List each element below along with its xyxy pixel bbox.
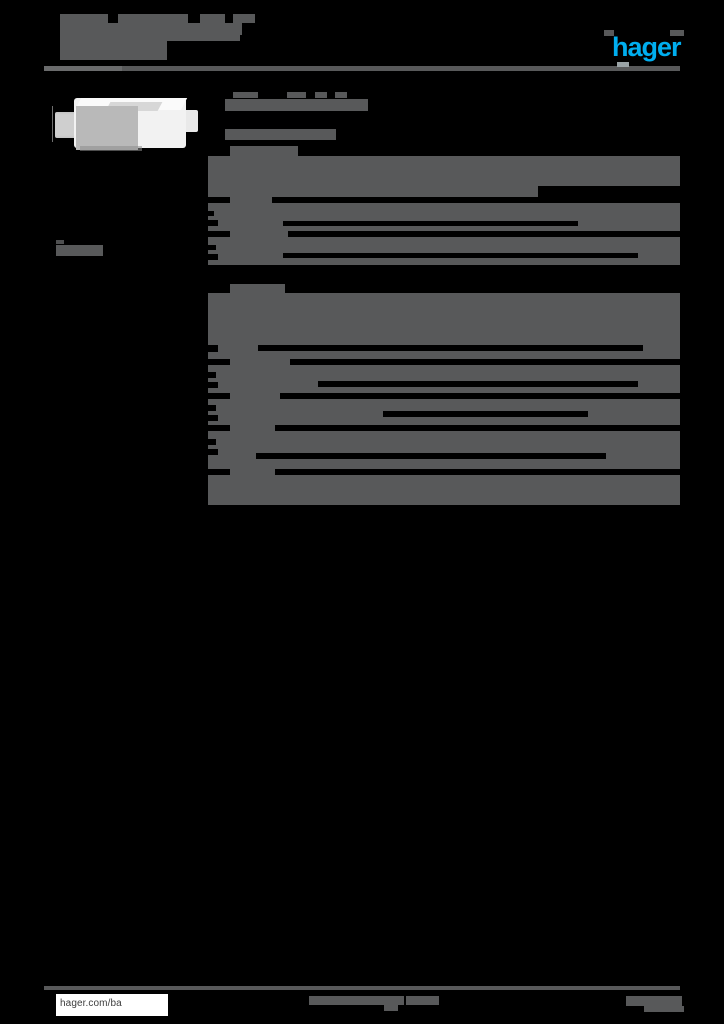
row-value-gap xyxy=(208,254,218,260)
footer-center-text-1 xyxy=(309,996,404,1005)
footer-url-box[interactable]: hager.com/ba xyxy=(56,994,168,1016)
row-value-gap xyxy=(208,382,218,388)
hager-logo-text: hager xyxy=(612,32,682,62)
header-line-1-seg-3 xyxy=(200,14,225,23)
table-row xyxy=(208,284,680,359)
header-divider-highlight xyxy=(44,66,122,71)
row-value-gap xyxy=(208,345,218,352)
row-value-gap xyxy=(208,220,218,226)
row-label-redacted xyxy=(230,391,280,399)
header-line-3 xyxy=(60,41,167,60)
logo-mask-right xyxy=(670,30,684,36)
logo-mask-left xyxy=(604,30,614,36)
row-label-redacted xyxy=(230,467,275,475)
footer-page-number xyxy=(626,996,682,1006)
header-line-2-seg-2 xyxy=(182,23,242,35)
product-front-face xyxy=(76,106,138,150)
panel-title-main xyxy=(225,99,368,111)
row-value-gap xyxy=(383,411,588,417)
row-value-gap xyxy=(208,415,218,421)
footer-divider xyxy=(44,986,680,990)
specifications-table xyxy=(208,146,680,505)
panel-title-accent-2 xyxy=(287,92,306,98)
row-value-gap xyxy=(538,186,680,197)
row-value-gap xyxy=(256,453,606,459)
footer-url[interactable]: hager.com/ba xyxy=(60,998,122,1009)
row-value-gap xyxy=(208,449,218,455)
footer-page-number-sub xyxy=(644,1006,684,1012)
row-label-redacted xyxy=(230,356,290,365)
header-line-1-seg-2 xyxy=(118,14,188,23)
row-value-gap xyxy=(283,221,578,226)
row-label-redacted xyxy=(230,284,285,293)
row-value-gap xyxy=(208,439,216,445)
header-line-1-seg-4 xyxy=(233,14,255,23)
row-value-gap xyxy=(283,253,638,258)
table-row xyxy=(208,391,680,425)
row-value-gap xyxy=(318,381,638,387)
header-divider-tick xyxy=(617,62,629,67)
header-divider xyxy=(44,66,680,71)
row-value-gap xyxy=(208,405,216,411)
table-row xyxy=(208,356,680,393)
table-row xyxy=(208,423,680,469)
row-value-gap xyxy=(258,345,643,351)
row-label-redacted xyxy=(230,146,298,156)
dimension-line-icon xyxy=(52,106,53,142)
panel-title-accent-3 xyxy=(315,92,327,98)
panel-title-accent-4 xyxy=(335,92,347,98)
order-reference-line-1 xyxy=(56,240,64,244)
table-row xyxy=(208,146,680,197)
product-photo xyxy=(50,88,205,168)
row-value-gap xyxy=(208,211,214,216)
row-label-redacted xyxy=(230,195,272,203)
hager-logo: hager xyxy=(612,32,720,62)
panel-title-accent-1 xyxy=(233,92,258,98)
footer-center-text-3 xyxy=(384,1005,398,1011)
page-footer: hager.com/ba xyxy=(44,986,684,1020)
row-label-redacted xyxy=(230,229,288,237)
page-header: hager xyxy=(44,10,684,72)
panel-subtitle xyxy=(225,129,336,140)
order-reference-line-2 xyxy=(56,245,103,256)
footer-center-text-2 xyxy=(406,996,439,1005)
row-value-gap xyxy=(208,245,216,250)
table-row xyxy=(208,467,680,505)
table-row xyxy=(208,195,680,231)
header-line-1-seg-1 xyxy=(60,14,108,23)
table-row xyxy=(208,229,680,265)
row-value-gap xyxy=(208,372,216,378)
product-shadow xyxy=(80,146,142,151)
row-label-redacted xyxy=(230,423,275,431)
